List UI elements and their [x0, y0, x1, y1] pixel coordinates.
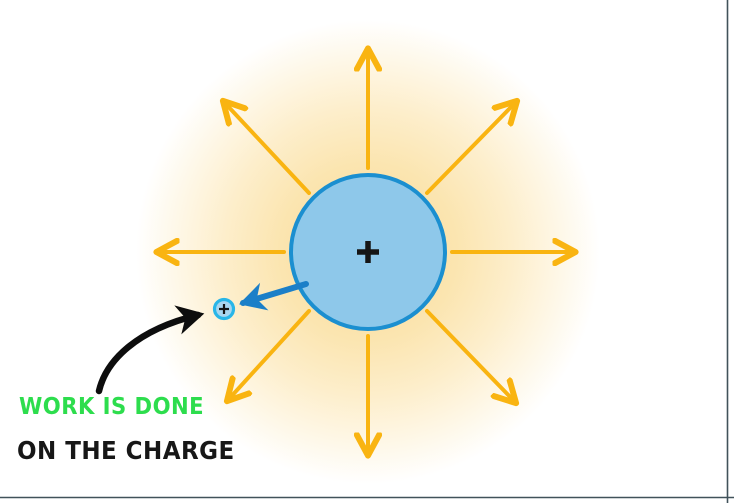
field-arrow-up-right [425, 102, 516, 195]
pointer-arrow [95, 305, 205, 395]
field-arrow-group [158, 50, 574, 454]
source-charge-plus-icon [357, 241, 379, 263]
test-charge-plus-icon [219, 304, 229, 314]
field-arrow-up-left [224, 102, 311, 195]
field-arrow-down-left [228, 309, 311, 400]
field-arrow-down-right [425, 309, 515, 402]
force-arrow [238, 281, 309, 311]
